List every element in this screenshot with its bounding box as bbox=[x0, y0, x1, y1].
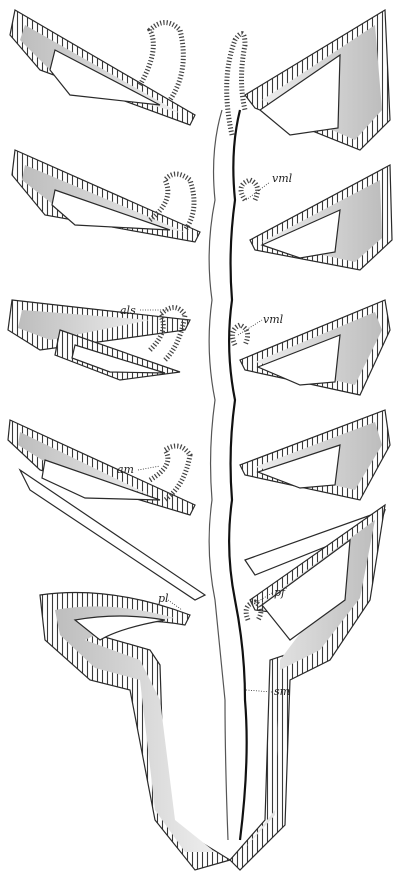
label-pf: pf bbox=[274, 586, 287, 599]
gut-tube-right-wall bbox=[229, 110, 247, 840]
label-vml-middle: vml bbox=[263, 313, 284, 326]
left-segment-5 bbox=[40, 593, 230, 871]
gut-tube-left-wall bbox=[209, 110, 228, 840]
right-segment-3 bbox=[232, 300, 390, 395]
right-segment-2 bbox=[241, 165, 392, 270]
label-pl: pl bbox=[158, 592, 169, 605]
label-als: als bbox=[120, 304, 136, 317]
label-sm: sm bbox=[274, 685, 290, 698]
left-segment-2 bbox=[12, 150, 200, 242]
left-segment-1 bbox=[10, 10, 195, 125]
right-segments bbox=[227, 10, 392, 870]
right-segment-1 bbox=[227, 10, 390, 150]
left-segment-3 bbox=[8, 300, 190, 380]
midline-structures bbox=[209, 110, 247, 840]
label-vml-upper: vml bbox=[272, 172, 293, 185]
label-am: am bbox=[117, 463, 134, 476]
left-segments bbox=[8, 10, 230, 870]
left-segment-4 bbox=[8, 420, 205, 600]
right-segment-5 bbox=[230, 505, 385, 870]
